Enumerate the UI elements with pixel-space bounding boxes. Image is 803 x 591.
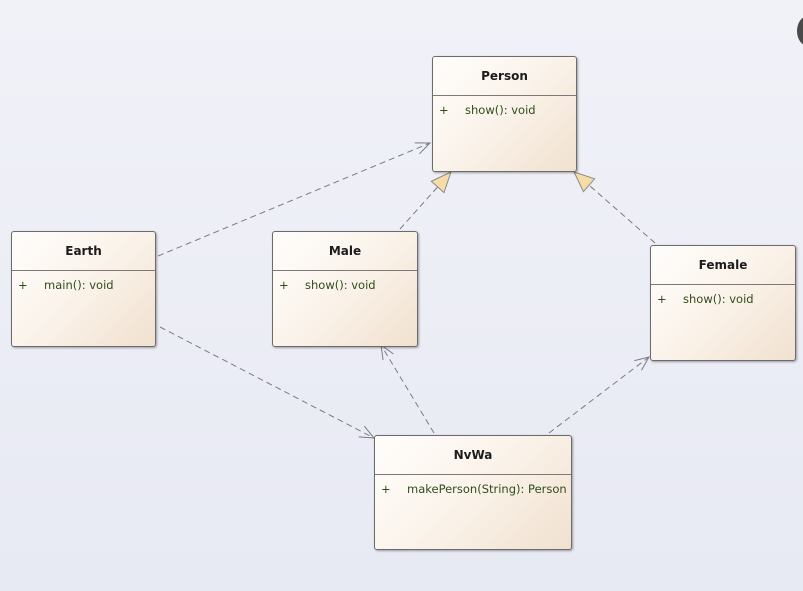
operation-signature: show(): void [683, 292, 754, 306]
dependency-line-nvwa-to-female[interactable] [548, 356, 650, 434]
class-name: Earth [12, 232, 155, 271]
generalization-line-female-to-person[interactable] [588, 184, 656, 244]
hollow-triangle-male-to-person [430, 171, 452, 194]
class-male[interactable]: Male + show(): void [272, 231, 418, 347]
class-name: Female [651, 246, 795, 285]
dependency-line-earth-to-nvwa[interactable] [159, 326, 375, 439]
operation-signature: main(): void [44, 278, 114, 292]
class-name: NvWa [375, 436, 571, 475]
operation-row: + show(): void [433, 100, 576, 120]
operation-row: + makePerson(String): Person [375, 479, 571, 499]
operation-row: + show(): void [651, 289, 795, 309]
class-female[interactable]: Female + show(): void [650, 245, 796, 361]
class-nvwa[interactable]: NvWa + makePerson(String): Person [374, 435, 572, 550]
dependency-line-nvwa-to-male[interactable] [380, 344, 435, 434]
operation-signature: makePerson(String): Person [407, 482, 567, 496]
operation-visibility: + [657, 292, 667, 306]
class-person[interactable]: Person + show(): void [432, 56, 577, 172]
window-corner-control[interactable] [797, 16, 803, 46]
operation-row: + main(): void [12, 275, 155, 295]
open-arrowhead-nvwa-to-female [634, 356, 651, 371]
operation-visibility: + [381, 482, 391, 496]
class-earth[interactable]: Earth + main(): void [11, 231, 156, 347]
generalization-line-male-to-person[interactable] [399, 186, 439, 230]
hollow-triangle-female-to-person [573, 171, 596, 193]
operation-signature: show(): void [465, 103, 536, 117]
operation-visibility: + [439, 103, 449, 117]
dependency-line-earth-to-person[interactable] [157, 142, 431, 257]
open-arrowhead-earth-to-person [414, 142, 432, 155]
class-name: Person [433, 57, 576, 96]
operation-visibility: + [279, 278, 289, 292]
operation-signature: show(): void [305, 278, 376, 292]
operation-row: + show(): void [273, 275, 417, 295]
class-name: Male [273, 232, 417, 271]
open-arrowhead-earth-to-nvwa [358, 425, 376, 439]
connectors [157, 142, 656, 439]
open-arrowhead-nvwa-to-male [380, 343, 394, 361]
operation-visibility: + [18, 278, 28, 292]
